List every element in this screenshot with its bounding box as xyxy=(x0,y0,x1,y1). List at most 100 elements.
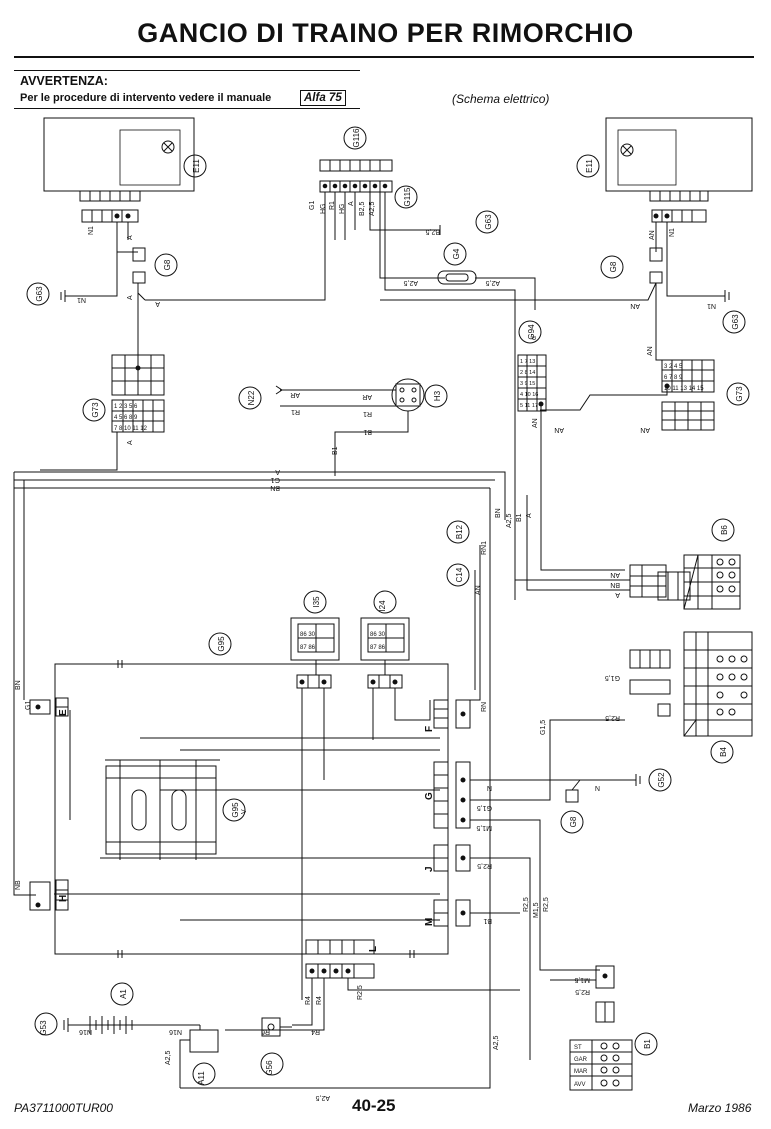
g8-left-label: G8 xyxy=(163,259,172,270)
svg-text:4 5 6 8 9: 4 5 6 8 9 xyxy=(114,415,138,421)
g56-connector xyxy=(261,1017,292,1037)
wire-label-n-g52: N xyxy=(595,784,600,791)
wire-label-b1-vert: B1 xyxy=(516,513,523,522)
a1-battery xyxy=(63,1016,200,1034)
wire-label-a-left: A xyxy=(127,235,134,240)
wire-label-rn: RN xyxy=(481,702,488,712)
g56-label-circle xyxy=(260,1052,284,1076)
wire-label-b25-ground: B2,5 xyxy=(425,228,440,235)
svg-text:1 7 13: 1 7 13 xyxy=(520,359,535,365)
wire-label-an-right: AN xyxy=(649,230,656,240)
a11-unit xyxy=(179,1025,219,1088)
g53-label: G53 xyxy=(39,1020,48,1036)
wire-label-bn-left: BN xyxy=(15,680,22,690)
svg-text:5 11 17: 5 11 17 xyxy=(520,403,538,409)
i24-relay xyxy=(360,617,410,661)
g95v-label: G95 xyxy=(231,802,240,818)
e11-right-label: E11 xyxy=(585,159,594,173)
a11-label-circle xyxy=(192,1062,216,1086)
wire-label-g15-b4: G1,5 xyxy=(605,674,620,681)
g94-label-circle xyxy=(518,320,542,344)
g52-label: G52 xyxy=(657,772,666,788)
diagram-subtitle: (Schema elettrico) xyxy=(452,92,550,106)
wire-label-an-vertical: AN xyxy=(532,418,539,428)
wire-label-r25-b1: R2,5 xyxy=(575,988,590,995)
b1-switch-mar: MAR xyxy=(574,1069,588,1075)
g8-right-label-circle xyxy=(600,255,624,279)
wire-label-bn-b6: BN xyxy=(610,581,620,588)
wire-label-r4-2: R4 xyxy=(316,996,323,1005)
connector-letter-j: J xyxy=(424,866,435,872)
g115-label: G115 xyxy=(403,187,412,207)
svg-text:86 30: 86 30 xyxy=(300,632,316,638)
g95v-inner-module xyxy=(105,760,217,860)
wire-label-an-g94: AN xyxy=(554,426,564,433)
g116-connector xyxy=(319,159,393,193)
svg-text:4 10 16: 4 10 16 xyxy=(520,392,538,398)
g73a-label: G73 xyxy=(91,402,100,418)
wire-label-a: A xyxy=(348,201,355,206)
g73b-label: G73 xyxy=(735,386,744,402)
g95-label: G95 xyxy=(217,636,226,652)
wire-label-an-top: AN xyxy=(630,302,640,309)
g63-right-label-circle xyxy=(722,310,746,334)
b4-label: B4 xyxy=(719,747,728,757)
b4-label-circle xyxy=(710,740,734,764)
wire-label-a25-bottom: A2,5 xyxy=(315,1094,330,1101)
c14-label: C14 xyxy=(455,567,464,582)
wire-label-n16: N16 xyxy=(169,1028,182,1035)
b1-switch-gar: GAR xyxy=(574,1057,588,1063)
b1-switch-st: ST xyxy=(574,1045,582,1051)
g94-label: G94 xyxy=(527,324,536,340)
g63-right-label: G63 xyxy=(731,314,740,330)
b4-switch-table xyxy=(629,631,753,737)
wire-label-a25-vert: A2,5 xyxy=(506,513,513,528)
wire-label-g1-bus: G1 xyxy=(271,476,280,483)
svg-text:10 11 13 14 15: 10 11 13 14 15 xyxy=(664,386,704,392)
a1-label: A1 xyxy=(119,989,128,999)
i35-relay xyxy=(290,617,340,661)
g8-bottom-label-circle xyxy=(560,810,584,834)
wire-label-n1-right-ground: N1 xyxy=(707,302,716,309)
a11-label: A11 xyxy=(197,1071,206,1085)
wire-label-m15-vert: M1,5 xyxy=(533,902,540,918)
svg-text:86 30: 86 30 xyxy=(370,632,386,638)
g95-module-box xyxy=(54,660,449,1000)
wire-label-r6: R6 xyxy=(261,1028,270,1035)
wire-label-g1-left: G1 xyxy=(25,701,32,710)
connector-e xyxy=(29,697,69,717)
svg-text:1 2 3 5 6: 1 2 3 5 6 xyxy=(114,404,138,410)
i35-label-circle xyxy=(303,590,327,614)
wire-label-r4: R4 xyxy=(305,996,312,1005)
g94-pin-numbers: 1 7 13 2 8 14 3 9 15 4 10 16 5 11 17 xyxy=(520,359,538,409)
g115-label-circle xyxy=(394,185,418,209)
wire-label-an-g73b: AN xyxy=(640,426,650,433)
warning-top-rule xyxy=(14,70,360,71)
wire-label-an-mid: AN xyxy=(647,346,654,356)
footer-page-number: 40-25 xyxy=(352,1096,396,1115)
i35-label: I35 xyxy=(312,596,321,608)
wire-label-an-b6: AN xyxy=(610,571,620,578)
g8-right-label: G8 xyxy=(609,261,618,272)
wire-label-a25-bottom-vert: A2,5 xyxy=(493,1035,500,1050)
wire-label-r1-n22: R1 xyxy=(291,408,300,415)
connector-m xyxy=(433,899,520,927)
warning-text: Per le procedure di intervento vedere il… xyxy=(20,92,272,104)
b6-connector-block xyxy=(629,564,691,601)
wire-label-b1-vertical: B1 xyxy=(332,446,339,455)
connector-letter-e: E xyxy=(58,709,69,716)
footer-document-code: PA3711000TUR00 xyxy=(14,1101,113,1115)
svg-text:3 2 4 5: 3 2 4 5 xyxy=(664,364,683,370)
a1-label-circle xyxy=(110,982,134,1006)
wire-label-g15-vert: G1,5 xyxy=(540,720,547,735)
connector-l xyxy=(225,939,520,1031)
svg-text:7 8 10 11 12: 7 8 10 11 12 xyxy=(114,426,148,432)
right-wiring xyxy=(380,222,730,571)
wire-label-n16-2: N16 xyxy=(79,1028,92,1035)
wire-label-a25-right: A2,5 xyxy=(485,279,500,286)
wire-label-an-c14: AN xyxy=(475,585,482,595)
b1-switch-avv: AVV xyxy=(574,1082,586,1088)
wire-label-r25-l: R2,5 xyxy=(357,985,364,1000)
wire-label-b1-m: B1 xyxy=(483,917,492,924)
